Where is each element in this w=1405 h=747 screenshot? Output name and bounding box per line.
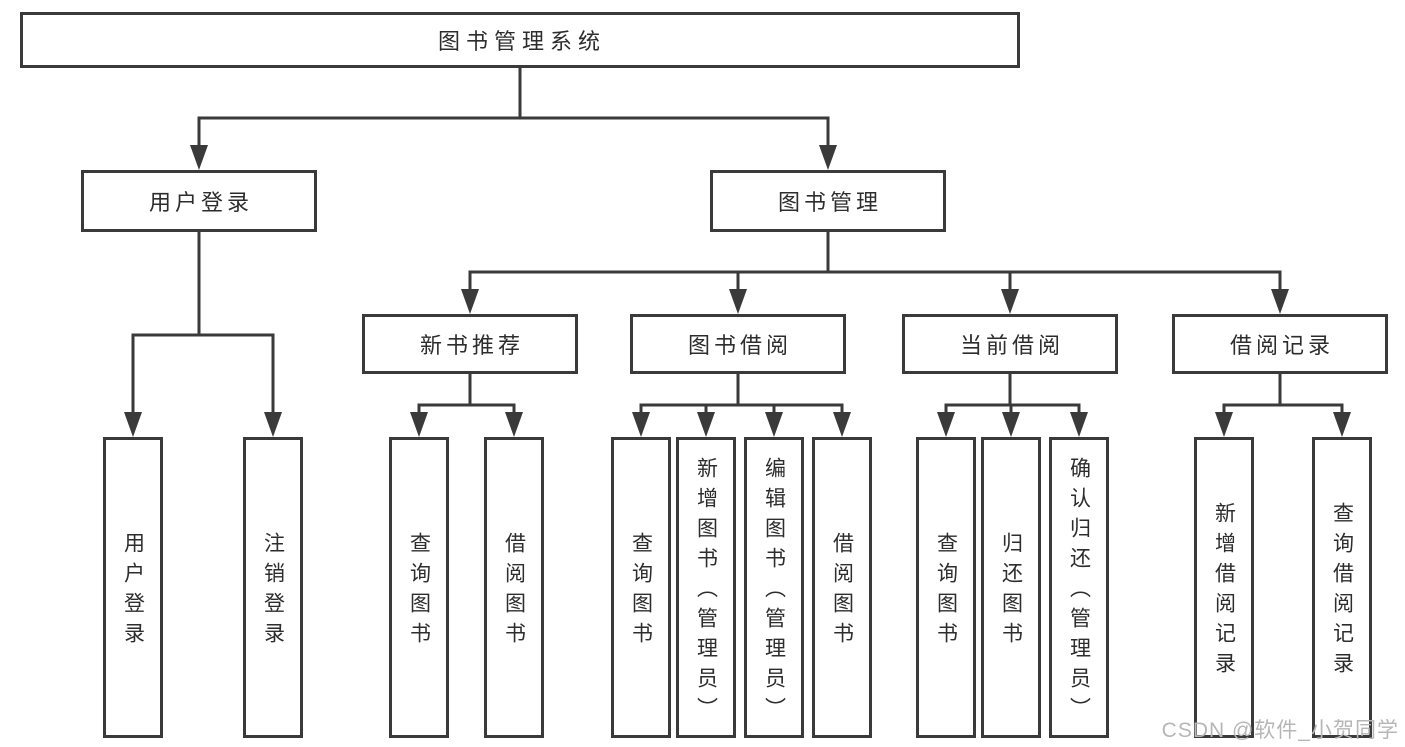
leaf-edit-book-admin-label: 编辑图书（管理员）: [762, 456, 786, 727]
connector-book-borrow-to-leaves: [632, 374, 851, 437]
connector-user-login-to-leaves: [124, 232, 282, 437]
connector-book-management-to-level3: [461, 232, 1289, 314]
leaf-edit-book-admin: 编辑图书（管理员）: [744, 437, 804, 738]
leaf-query-books-borrow: 查询图书: [611, 437, 671, 738]
leaf-logout: 注销登录: [243, 437, 303, 738]
leaf-add-book-admin-label: 新增图书（管理员）: [694, 456, 718, 727]
leaf-query-books-borrow-label: 查询图书: [629, 531, 653, 652]
watermark: CSDN @软件_小贺同学: [1161, 719, 1399, 742]
connector-current-borrow-to-leaves: [937, 374, 1088, 437]
node-book-borrow: 图书借阅: [630, 314, 846, 374]
leaf-user-login: 用户登录: [103, 437, 163, 738]
leaf-query-books-current-label: 查询图书: [934, 531, 958, 652]
leaf-add-borrow-record-label: 新增借阅记录: [1212, 501, 1236, 682]
connector-new-book-recommend-to-leaves: [410, 374, 523, 437]
node-root: 图书管理系统: [20, 12, 1020, 68]
leaf-query-borrow-record: 查询借阅记录: [1312, 437, 1372, 738]
leaf-query-borrow-record-label: 查询借阅记录: [1330, 501, 1354, 682]
leaf-confirm-return-admin-label: 确认归还（管理员）: [1067, 456, 1091, 727]
node-root-label: 图书管理系统: [437, 29, 606, 54]
leaf-return-book: 归还图书: [981, 437, 1041, 738]
leaf-add-book-admin: 新增图书（管理员）: [676, 437, 736, 738]
node-current-borrow-label: 当前借阅: [959, 333, 1064, 358]
leaf-user-login-label: 用户登录: [121, 531, 145, 652]
leaf-borrow-books-borrow: 借阅图书: [812, 437, 872, 738]
connector-borrow-records-to-leaves: [1215, 374, 1351, 437]
leaf-query-books-recommend-label: 查询图书: [407, 531, 431, 652]
leaf-borrow-books-recommend: 借阅图书: [484, 437, 544, 738]
node-new-book-recommend: 新书推荐: [362, 314, 578, 374]
leaf-borrow-books-recommend-label: 借阅图书: [502, 531, 526, 652]
connector-root-to-level2: [190, 68, 837, 170]
leaf-query-books-current: 查询图书: [916, 437, 976, 738]
leaf-confirm-return-admin: 确认归还（管理员）: [1049, 437, 1109, 738]
leaf-add-borrow-record: 新增借阅记录: [1194, 437, 1254, 738]
node-current-borrow: 当前借阅: [902, 314, 1118, 374]
node-borrow-records: 借阅记录: [1172, 314, 1388, 374]
node-user-login: 用户登录: [81, 170, 317, 232]
leaf-query-books-recommend: 查询图书: [389, 437, 449, 738]
node-new-book-recommend-label: 新书推荐: [419, 333, 524, 358]
node-borrow-records-label: 借阅记录: [1229, 333, 1334, 358]
node-book-borrow-label: 图书借阅: [687, 333, 792, 358]
leaf-return-book-label: 归还图书: [999, 531, 1023, 652]
node-user-login-label: 用户登录: [148, 190, 253, 215]
leaf-logout-label: 注销登录: [261, 531, 285, 652]
node-book-management-label: 图书管理: [777, 190, 882, 215]
node-book-management: 图书管理: [710, 170, 946, 232]
leaf-borrow-books-borrow-label: 借阅图书: [830, 531, 854, 652]
